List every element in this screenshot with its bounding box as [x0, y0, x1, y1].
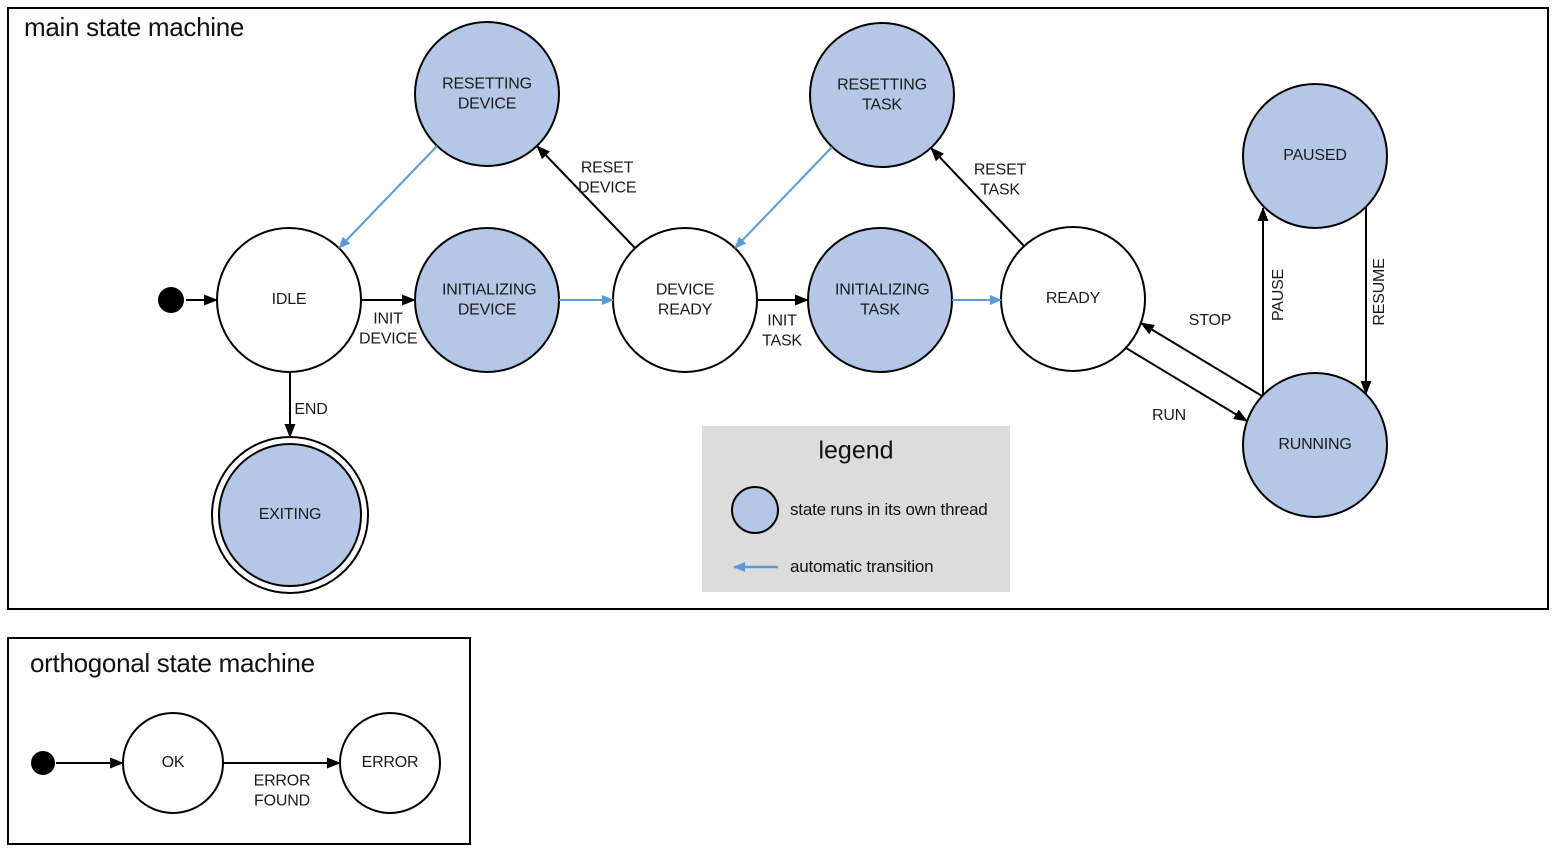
state-label-running: RUNNING	[1278, 436, 1352, 454]
transition-label-error-found: ERROR FOUND	[253, 772, 311, 809]
state-label-initializing-task: INITIALIZING TASK	[835, 281, 930, 318]
state-circle-resetting-device	[414, 21, 560, 167]
state-label-paused: PAUSED	[1283, 147, 1347, 165]
state-circle-exiting	[218, 443, 362, 587]
transition-label-reset-device: RESET DEVICE	[578, 159, 637, 196]
transition-label-init-device: INIT DEVICE	[359, 310, 418, 347]
main-machine-title: main state machine	[24, 12, 245, 42]
transition-label-init-task: INIT TASK	[762, 312, 802, 349]
transition-arrow-reset-task	[930, 147, 1025, 247]
orthogonal-machine-title: orthogonal state machine	[30, 648, 315, 678]
legend-thread-label: state runs in its own thread	[790, 500, 988, 519]
transition-arrow-reset-device	[536, 145, 636, 249]
state-label-error: ERROR	[361, 754, 419, 772]
transition-arrow-run	[1125, 347, 1248, 422]
initial-state-dot-main	[158, 287, 184, 313]
state-label-device-ready: DEVICE READY	[655, 281, 715, 318]
transition-label-stop: STOP	[1188, 312, 1232, 330]
state-label-ready: READY	[1045, 290, 1101, 308]
initial-state-dot-orthogonal	[31, 751, 55, 775]
transition-arrow-stop	[1140, 322, 1263, 397]
state-circle-resetting-task	[809, 22, 955, 168]
state-circle-running	[1242, 372, 1388, 518]
auto-transition-arrow-resetting-task-to-device-ready	[734, 146, 833, 249]
legend-auto-label: automatic transition	[790, 557, 934, 576]
state-label-resetting-task: RESETTING TASK	[837, 76, 927, 113]
state-label-resetting-device: RESETTING DEVICE	[442, 75, 532, 112]
legend-title: legend	[818, 436, 894, 465]
state-circle-paused	[1242, 83, 1388, 229]
transition-label-end: END	[294, 401, 328, 419]
transition-label-reset-task: RESET TASK	[973, 161, 1027, 198]
state-label-ok: OK	[161, 754, 185, 772]
auto-transition-arrow-resetting-device-to-idle	[338, 145, 438, 249]
state-label-idle: IDLE	[271, 291, 307, 309]
state-label-initializing-device: INITIALIZING DEVICE	[442, 281, 537, 318]
legend-thread-state-icon	[731, 486, 779, 534]
transition-label-pause: PAUSE	[1270, 268, 1288, 322]
transition-label-run: RUN	[1151, 407, 1187, 425]
transition-label-resume: RESUME	[1371, 258, 1389, 326]
state-label-exiting: EXITING	[258, 506, 322, 524]
